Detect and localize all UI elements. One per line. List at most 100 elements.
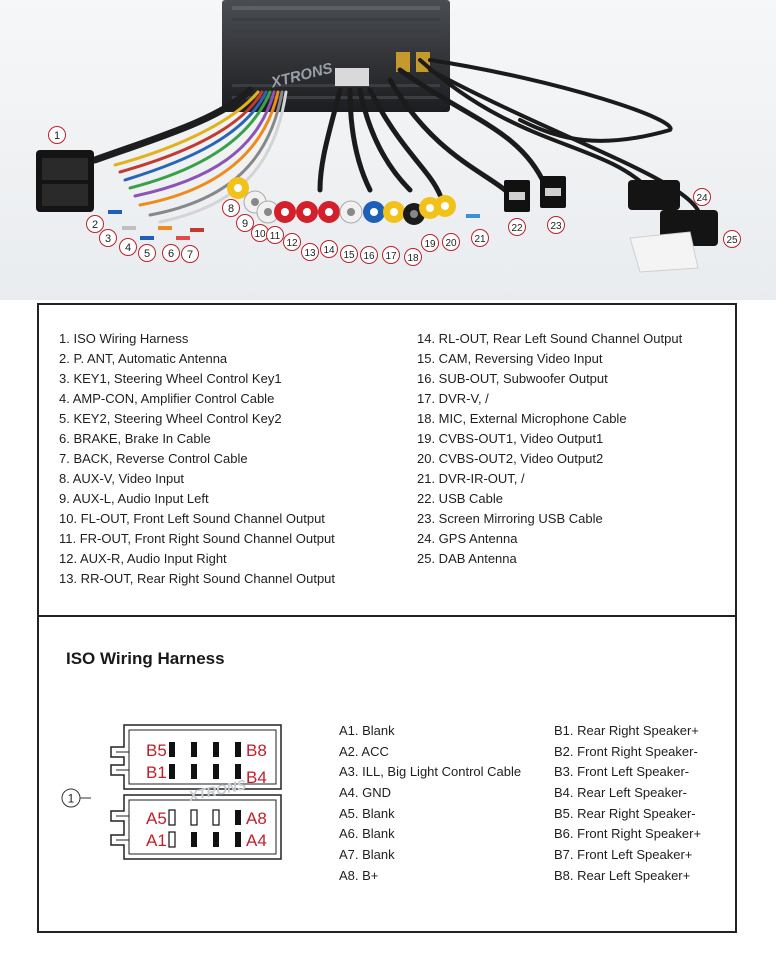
callout-circle bbox=[222, 199, 240, 217]
a-pins-list: A1. Blank A2. ACC A3. ILL, Big Light Con… bbox=[339, 721, 521, 887]
pin-item: A5. Blank bbox=[339, 805, 395, 821]
pin-label-a5: A5 bbox=[146, 809, 167, 828]
legend-item: 13. RR-OUT, Rear Right Sound Channel Out… bbox=[59, 571, 336, 586]
legend-item: 16. SUB-OUT, Subwoofer Output bbox=[417, 371, 608, 386]
callout-number: 12 bbox=[286, 238, 298, 249]
legend-item: 15. CAM, Reversing Video Input bbox=[417, 351, 603, 366]
legend-item: 24. GPS Antenna bbox=[417, 531, 518, 546]
callout-circle bbox=[266, 226, 284, 244]
pin-label-b1: B1 bbox=[146, 763, 167, 782]
callout-number: 18 bbox=[407, 253, 419, 264]
callout-circle bbox=[382, 246, 400, 264]
callout-circle bbox=[138, 244, 156, 262]
callout-number: 19 bbox=[424, 239, 436, 250]
callout-circle bbox=[236, 214, 254, 232]
legend-item: 11. FR-OUT, Front Right Sound Channel Ou… bbox=[59, 531, 335, 546]
product-photo: XTRONS bbox=[0, 0, 776, 300]
callout-circle bbox=[723, 230, 741, 248]
legend-item: 10. FL-OUT, Front Left Sound Channel Out… bbox=[59, 511, 325, 526]
pin-label-b5: B5 bbox=[146, 741, 167, 760]
callout-number: 7 bbox=[187, 249, 193, 261]
pin-item: A4. GND bbox=[339, 785, 392, 801]
callout-circle bbox=[283, 233, 301, 251]
pin-label-a1: A1 bbox=[146, 831, 167, 850]
callout-number: 9 bbox=[242, 218, 248, 230]
callout-number: 2 bbox=[92, 219, 98, 231]
callout-circle bbox=[48, 126, 66, 144]
callout-number: 8 bbox=[228, 203, 234, 215]
legend-item: 5. KEY2, Steering Wheel Control Key2 bbox=[59, 411, 282, 426]
callout-circle bbox=[86, 215, 104, 233]
callout-circle bbox=[471, 229, 489, 247]
legend-item: 18. MIC, External Microphone Cable bbox=[417, 411, 627, 426]
callout-number: 4 bbox=[125, 242, 131, 254]
callout-circle bbox=[119, 238, 137, 256]
legend-item: 20. CVBS-OUT2, Video Output2 bbox=[417, 451, 604, 466]
legend-left-column: 1. ISO Wiring Harness 2. P. ANT, Automat… bbox=[59, 329, 335, 589]
legend-item: 19. CVBS-OUT1, Video Output1 bbox=[417, 431, 604, 446]
callout-circle bbox=[442, 233, 460, 251]
legend-item: 22. USB Cable bbox=[417, 491, 503, 506]
callout-circle bbox=[421, 234, 439, 252]
callout-number: 1 bbox=[54, 130, 60, 142]
callout-circle bbox=[693, 188, 711, 206]
pin-item: B5. Rear Right Speaker- bbox=[554, 805, 696, 821]
wire-bundle bbox=[91, 58, 702, 224]
legend-item: 7. BACK, Reverse Control Cable bbox=[59, 451, 248, 466]
callout-number: 11 bbox=[270, 231, 281, 242]
rca-plugs bbox=[227, 177, 456, 225]
callout-number: 10 bbox=[254, 229, 266, 240]
iso-connector-diagram: 1 XTRONS B5 B8 B1 B4 A5 A8 A1 bbox=[61, 724, 282, 860]
callout-number: 16 bbox=[363, 251, 375, 262]
callout-number: 14 bbox=[323, 245, 335, 256]
legend-item: 21. DVR-IR-OUT, / bbox=[417, 471, 525, 486]
callout-number: 6 bbox=[168, 248, 174, 260]
callout-circle bbox=[360, 246, 378, 264]
callout-circle bbox=[340, 245, 358, 263]
callout-circle bbox=[320, 240, 338, 258]
legend-item: 25. DAB Antenna bbox=[417, 551, 517, 566]
callout-number: 22 bbox=[511, 223, 523, 234]
pin-item: B1. Rear Right Speaker+ bbox=[554, 723, 699, 738]
legend-item: 8. AUX-V, Video Input bbox=[59, 471, 185, 486]
usb-plugs bbox=[504, 176, 566, 212]
legend-panel: 1. ISO Wiring Harness 2. P. ANT, Automat… bbox=[37, 303, 737, 617]
legend-right-column: 14. RL-OUT, Rear Left Sound Channel Outp… bbox=[417, 329, 682, 569]
pin-item: B6. Front Right Speaker+ bbox=[554, 826, 702, 842]
pin-label-a8: A8 bbox=[246, 809, 267, 828]
pin-item: A3. ILL, Big Light Control Cable bbox=[339, 764, 522, 780]
legend-item: 4. AMP-CON, Amplifier Control Cable bbox=[59, 391, 275, 406]
callout-number: 24 bbox=[696, 193, 708, 204]
callout-number: 1 bbox=[68, 792, 75, 806]
callout-number: 13 bbox=[304, 248, 316, 259]
legend-item: 3. KEY1, Steering Wheel Control Key1 bbox=[59, 371, 282, 386]
legend-item: 14. RL-OUT, Rear Left Sound Channel Outp… bbox=[417, 331, 683, 346]
pin-item: B3. Front Left Speaker- bbox=[554, 764, 690, 780]
legend-item: 2. P. ANT, Automatic Antenna bbox=[59, 351, 228, 366]
callout-number: 5 bbox=[144, 248, 150, 260]
callout-circle bbox=[162, 244, 180, 262]
callout-circle bbox=[181, 245, 199, 263]
callout-number: 3 bbox=[105, 233, 111, 245]
pin-label-b4: B4 bbox=[246, 768, 267, 787]
legend-item: 12. AUX-R, Audio Input Right bbox=[59, 551, 227, 566]
wire-ends bbox=[108, 210, 480, 240]
pin-item: A6. Blank bbox=[339, 826, 395, 842]
legend-item: 6. BRAKE, Brake In Cable bbox=[59, 431, 211, 446]
legend-item: 23. Screen Mirroring USB Cable bbox=[417, 511, 603, 526]
pin-label-a4: A4 bbox=[246, 831, 267, 850]
callout-circle bbox=[301, 243, 319, 261]
pin-item: A8. B+ bbox=[339, 867, 379, 883]
pin-label-b8: B8 bbox=[246, 741, 267, 760]
b-pins-list: B1. Rear Right Speaker+ B2. Front Right … bbox=[554, 721, 701, 887]
iso-connector-photo bbox=[36, 150, 94, 212]
callout-circle bbox=[99, 229, 117, 247]
pin-item: B2. Front Right Speaker- bbox=[554, 743, 698, 759]
callout-number: 17 bbox=[385, 251, 397, 262]
callout-circle bbox=[508, 218, 526, 236]
legend-item: 17. DVR-V, / bbox=[417, 391, 489, 406]
callout-number: 23 bbox=[550, 221, 562, 232]
pin-item: A7. Blank bbox=[339, 847, 395, 863]
iso-panel: ISO Wiring Harness 1 XTRONS B5 bbox=[37, 615, 737, 933]
